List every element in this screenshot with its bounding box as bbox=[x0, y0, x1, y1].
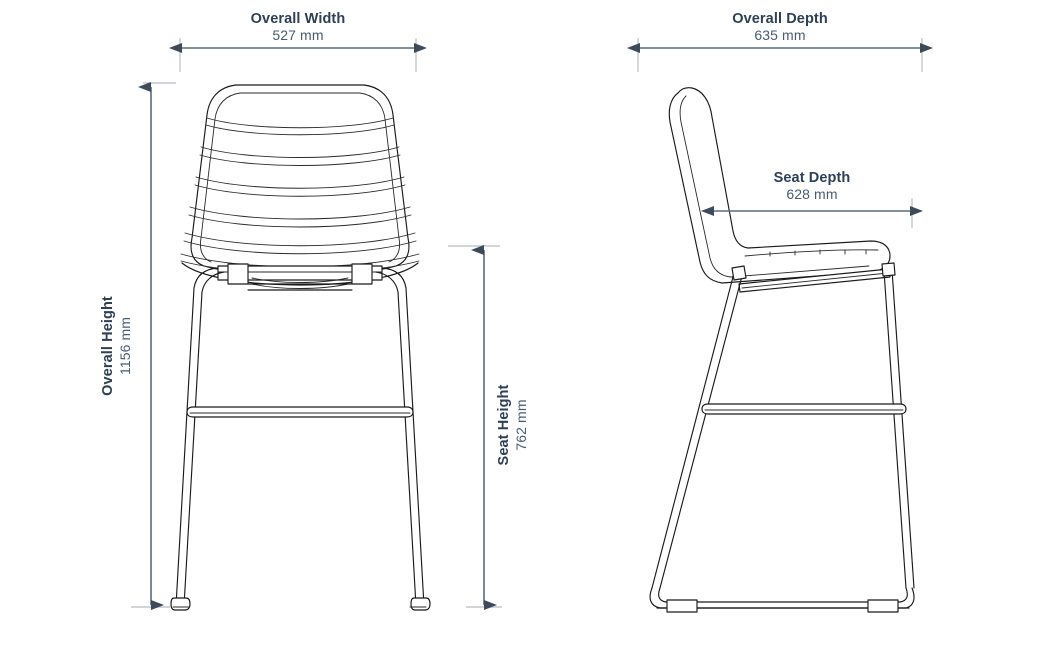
side-seat-rail bbox=[738, 268, 891, 293]
seat-depth-label: Seat Depth bbox=[774, 170, 851, 186]
overall-depth-value: 635 mm bbox=[754, 27, 805, 43]
dimension-seat-depth: Seat Depth 628 mm bbox=[701, 170, 923, 228]
dimension-overall-width: Overall Width 527 mm bbox=[169, 11, 427, 72]
overall-height-value: 1156 mm bbox=[117, 317, 133, 375]
overall-width-value: 527 mm bbox=[272, 27, 323, 43]
overall-height-label: Overall Height bbox=[100, 296, 116, 396]
dimension-seat-height: Seat Height 762 mm bbox=[448, 245, 529, 610]
seat-bracket bbox=[217, 263, 383, 291]
dimension-overall-height: Overall Height 1156 mm bbox=[100, 82, 176, 610]
overall-width-label: Overall Width bbox=[251, 11, 346, 27]
seat-ribs bbox=[769, 249, 867, 257]
overall-depth-label: Overall Depth bbox=[732, 11, 828, 27]
side-footrest-bar bbox=[701, 403, 907, 415]
seat-depth-value: 628 mm bbox=[786, 186, 837, 202]
dimension-overall-depth: Overall Depth 635 mm bbox=[627, 11, 933, 72]
front-view-chair bbox=[170, 84, 431, 611]
backrest-slats bbox=[180, 117, 420, 274]
seat-height-value: 762 mm bbox=[513, 399, 529, 450]
front-footrest-bar bbox=[186, 406, 414, 418]
side-view-chair bbox=[649, 87, 915, 613]
seat-height-label: Seat Height bbox=[496, 385, 512, 466]
